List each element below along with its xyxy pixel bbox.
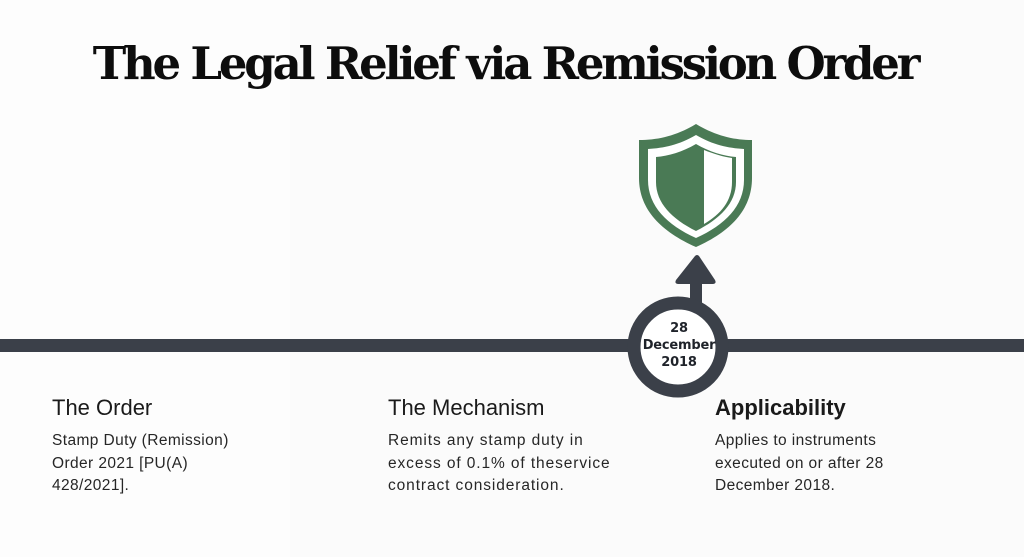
timeline-bar [0,339,1024,352]
column-heading: The Mechanism [388,395,545,420]
timeline-milestone-circle [627,296,729,398]
column-the-mechanism: The Mechanism Remits any stamp duty in e… [388,394,658,498]
column-heading: Applicability [715,395,846,420]
column-body: Stamp Duty (Remission) Order 2021 [PU(A)… [52,430,292,498]
arrow-up-icon [675,255,716,284]
milestone-date: 28 December 2018 [630,320,728,371]
body-line: Order 2021 [PU(A) [52,454,189,472]
body-line: December 2018. [715,477,836,494]
body-line: excess of 0.1% of theservice [388,454,611,472]
column-body: Applies to instruments executed on or af… [715,430,935,498]
column-applicability: Applicability Applies to instruments exe… [715,394,935,498]
milestone-year: 2018 [661,355,697,370]
body-line: 428/2021]. [52,477,130,494]
body-line: Applies to instruments [715,432,877,449]
background-panel [290,0,1024,557]
milestone-month: December [642,338,716,353]
milestone-day: 28 [670,321,688,336]
column-body: Remits any stamp duty in excess of 0.1% … [388,430,658,498]
body-line: Remits any stamp duty in [388,432,584,449]
shield-icon [639,124,752,247]
column-heading: The Order [52,395,153,420]
body-line: contract consideration. [388,477,565,494]
body-line: executed on or after 28 [715,454,884,472]
column-the-order: The Order Stamp Duty (Remission) Order 2… [52,394,292,498]
body-line: Stamp Duty (Remission) [52,432,229,449]
page-title: The Legal Relief via Remission Order [92,37,921,90]
